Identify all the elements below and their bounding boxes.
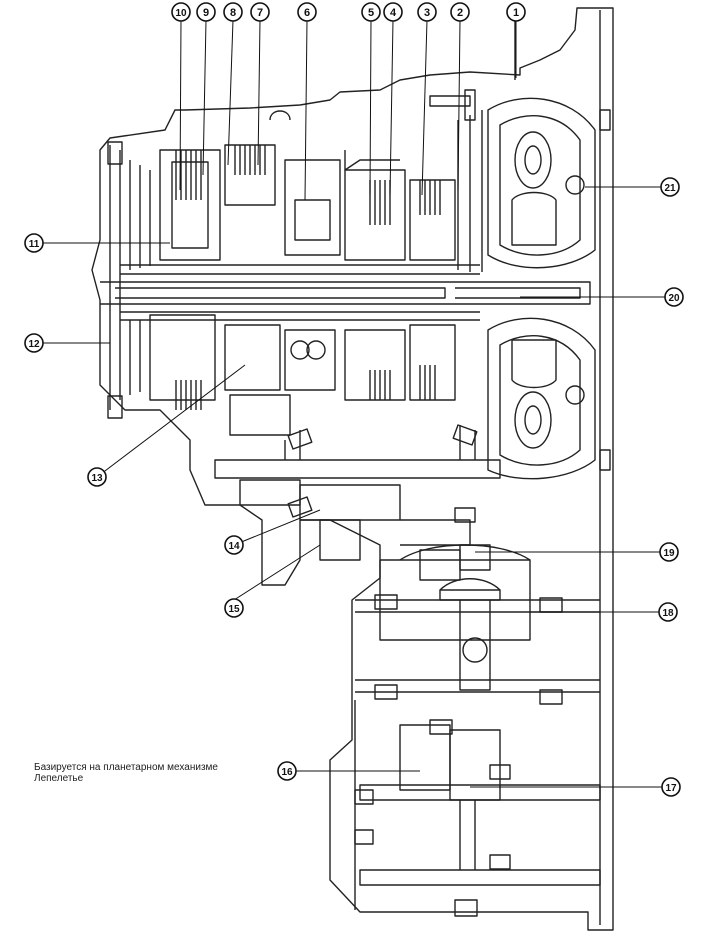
- callout-label: 12: [28, 339, 40, 350]
- callout-circle: [224, 535, 244, 555]
- callout-label: 15: [228, 604, 240, 615]
- callout-circle: [87, 467, 107, 487]
- callout-20: 20: [664, 287, 684, 307]
- callout-17: 17: [661, 777, 681, 797]
- callout-circle: [658, 602, 678, 622]
- callout-18: 18: [658, 602, 678, 622]
- callout-5: 5: [361, 2, 381, 22]
- callout-label: 3: [424, 7, 430, 19]
- callout-circle: [417, 2, 437, 22]
- callout-2: 2: [450, 2, 470, 22]
- callout-15: 15: [224, 598, 244, 618]
- callout-label: 1: [513, 7, 519, 19]
- leader-lines: [43, 19, 674, 788]
- callout-circle: [506, 2, 526, 22]
- callout-label: 19: [663, 548, 675, 559]
- callout-circle: [223, 2, 243, 22]
- clutch-packs-lower: [120, 311, 480, 436]
- callout-19: 19: [659, 542, 679, 562]
- callout-circle: [277, 761, 297, 781]
- callout-circle: [659, 542, 679, 562]
- callout-7: 7: [250, 2, 270, 22]
- callout-label: 13: [91, 473, 103, 484]
- callout-label: 20: [668, 293, 680, 304]
- callout-label: 17: [665, 783, 677, 794]
- caption: Базируется на планетарном механизме Лепе…: [34, 762, 218, 784]
- callout-circle: [383, 2, 403, 22]
- callout-6: 6: [297, 2, 317, 22]
- callout-16: 16: [277, 761, 297, 781]
- callout-14: 14: [224, 535, 244, 555]
- callout-label: 8: [230, 7, 236, 19]
- callout-circle: [24, 333, 44, 353]
- callout-4: 4: [383, 2, 403, 22]
- callout-9: 9: [196, 2, 216, 22]
- callout-circle: [450, 2, 470, 22]
- callout-label: 4: [390, 7, 397, 19]
- callout-circle: [224, 598, 244, 618]
- transmission-housing: [91, 7, 614, 931]
- callout-label: 18: [662, 608, 674, 619]
- callout-1: 1: [506, 2, 526, 22]
- callout-21: 21: [660, 177, 680, 197]
- callout-label: 2: [457, 7, 463, 19]
- callout-circle: [661, 777, 681, 797]
- callout-label: 14: [228, 541, 240, 552]
- callout-label: 5: [368, 7, 374, 19]
- callout-label: 7: [257, 7, 263, 19]
- callout-circle: [664, 287, 684, 307]
- callout-3: 3: [417, 2, 437, 22]
- callout-10: 10: [171, 2, 191, 22]
- input-shaft: [100, 281, 591, 305]
- counter-gears: [214, 424, 501, 561]
- callout-label: 21: [664, 183, 676, 194]
- callout-circle: [250, 2, 270, 22]
- fasteners: [107, 89, 476, 419]
- callout-label: 10: [175, 8, 187, 19]
- callout-13: 13: [87, 467, 107, 487]
- callout-circle: [297, 2, 317, 22]
- callout-label: 16: [281, 767, 293, 778]
- differential: [355, 544, 600, 705]
- callout-circle: [171, 2, 191, 22]
- callout-circle: [196, 2, 216, 22]
- caption-line-1: Базируется на планетарном механизме: [34, 762, 218, 773]
- callout-label: 9: [203, 7, 209, 19]
- torque-converter: [487, 97, 611, 480]
- transfer-gears: [354, 700, 601, 917]
- caption-line-2: Лепелетье: [34, 773, 84, 784]
- callout-circle: [361, 2, 381, 22]
- clutch-packs-upper: [120, 110, 483, 275]
- callout-8: 8: [223, 2, 243, 22]
- callout-label: 11: [29, 239, 40, 250]
- callout-label: 6: [304, 7, 310, 19]
- callout-circle: [660, 177, 680, 197]
- callout-circle: [24, 233, 44, 253]
- callout-11: 11: [24, 233, 44, 253]
- callout-12: 12: [24, 333, 44, 353]
